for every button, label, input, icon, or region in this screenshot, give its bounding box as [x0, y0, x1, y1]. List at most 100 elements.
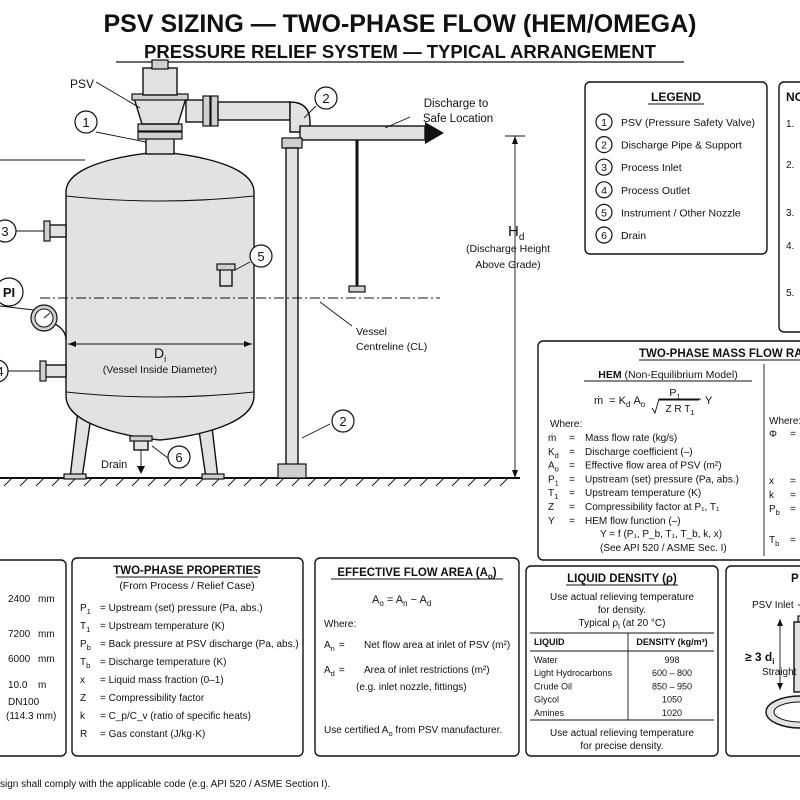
svg-text:4.: 4. — [786, 241, 794, 252]
svg-text:=: = — [790, 429, 796, 440]
svg-text:DN100: DN100 — [8, 697, 40, 708]
svg-text:2.: 2. — [786, 160, 794, 171]
massflow-symbol: T1 — [548, 488, 558, 501]
massflow-desc: Effective flow area of PSV (m²) — [585, 461, 722, 472]
property-desc: = Upstream (set) pressure (Pa, abs.) — [100, 603, 263, 614]
massflow-symbol: Ao — [548, 461, 559, 474]
svg-text:(From Process / Relief Case): (From Process / Relief Case) — [119, 580, 254, 592]
property-symbol: T1 — [80, 621, 90, 634]
svg-text:Ad=: Ad= — [324, 665, 345, 678]
svg-text:(Discharge Height: (Discharge Height — [466, 243, 550, 255]
svg-text:Where:: Where: — [769, 416, 800, 427]
svg-text:Above Grade): Above Grade) — [475, 259, 540, 271]
svg-text:3: 3 — [1, 224, 8, 239]
discharge-pipe-vent — [299, 125, 426, 141]
vessel-data-unit: mm — [38, 654, 55, 665]
massflow-symbol: Z — [548, 502, 554, 513]
svg-text:Typical ρl (at 20 °C): Typical ρl (at 20 °C) — [579, 618, 666, 631]
legend-item-text: Discharge Pipe & Support — [621, 140, 742, 152]
property-symbol: Tb — [80, 657, 90, 670]
svg-text:=: = — [790, 490, 796, 501]
massflow-desc: Compressibility factor at P₁, T₁ — [585, 502, 720, 513]
straight-run-label: ≥ 3 di — [745, 650, 775, 666]
svg-text:Net flow area at inlet of PSV: Net flow area at inlet of PSV (m²) — [364, 640, 510, 651]
svg-text:=: = — [790, 535, 796, 546]
density-value: 850 – 950 — [652, 681, 692, 691]
vessel-data-unit: mm — [38, 629, 55, 640]
svg-text:Vessel: Vessel — [356, 326, 387, 338]
density-value: 1020 — [662, 708, 682, 718]
svg-text:5.: 5. — [786, 288, 794, 299]
legend-bubble-3 — [595, 158, 613, 176]
vessel-data-unit: mm — [38, 594, 55, 605]
vessel-data-value: 10.0 — [8, 680, 28, 691]
svg-text:=: = — [569, 474, 575, 485]
ground-hatch — [3, 477, 509, 487]
property-desc: = Discharge temperature (K) — [100, 657, 226, 668]
svg-text:Use actual relieving temperatu: Use actual relieving temperature — [550, 728, 694, 739]
legend-bubble-4 — [595, 181, 613, 199]
svg-text:=: = — [569, 461, 575, 472]
legend-number: 4 — [601, 185, 607, 197]
callout-bubble-5 — [249, 244, 273, 268]
svg-text:Z R T1: Z R T1 — [666, 404, 695, 417]
vessel-drawing: 1 2 3 4 5 6 2 PI PSV Discharge to Safe L… — [0, 59, 550, 487]
callout-bubble-6 — [167, 445, 191, 469]
svg-text:6: 6 — [175, 450, 182, 465]
svg-text:Where:: Where: — [324, 619, 356, 630]
massflow-right-symbol: x — [769, 476, 774, 487]
svg-text:2: 2 — [322, 91, 329, 106]
legend-bubble-2 — [595, 136, 613, 154]
svg-text:(114.3 mm): (114.3 mm) — [6, 711, 56, 722]
legend-item-text: Process Outlet — [621, 185, 690, 197]
svg-text:P1: P1 — [669, 387, 680, 401]
svg-text:Straight Run: Straight Run — [762, 667, 800, 678]
svg-text:Y: Y — [705, 395, 713, 407]
svg-text:5: 5 — [257, 249, 264, 264]
svg-text:1: 1 — [82, 115, 89, 130]
density-value: 600 – 800 — [652, 668, 692, 678]
property-desc: = Gas constant (J/kg·K) — [100, 729, 205, 740]
massflow-desc: Mass flow rate (kg/s) — [585, 433, 677, 444]
callout-bubble-2b — [331, 409, 355, 433]
svg-text:(See API 520 / ASME Sec. I): (See API 520 / ASME Sec. I) — [600, 543, 727, 554]
svg-text:2: 2 — [339, 414, 346, 429]
property-symbol: Z — [80, 693, 86, 704]
svg-text:=: = — [790, 504, 796, 515]
hem-title: HEM (Non-Equilibrium Model) — [598, 369, 737, 381]
legend-bubble-1 — [595, 113, 613, 131]
page-subtitle: PRESSURE RELIEF SYSTEM — TYPICAL ARRANGE… — [144, 41, 657, 62]
di-label: Di — [154, 345, 166, 364]
discharge-arrow — [425, 122, 444, 144]
svg-text:=: = — [569, 433, 575, 444]
massflow-symbol: Kd — [548, 447, 559, 460]
properties-box: TWO-PHASE PROPERTIES (From Process / Rel… — [71, 557, 304, 757]
support-pipe — [285, 147, 299, 467]
svg-text:Discharge to: Discharge to — [424, 98, 489, 110]
density-title: LIQUID DENSITY (ρ) — [567, 573, 677, 585]
svg-text:Use actual relieving temperatu: Use actual relieving temperature — [550, 592, 694, 603]
svg-text:=: = — [569, 516, 575, 527]
vessel-data-unit: m — [38, 680, 46, 691]
density-liquid: Crude Oil — [534, 681, 572, 691]
legend-item-text: Instrument / Other Nozzle — [621, 207, 741, 219]
svg-text:3.: 3. — [786, 208, 794, 219]
callout-bubble-3 — [0, 219, 17, 243]
property-symbol: x — [80, 675, 85, 686]
legend-number: 2 — [601, 140, 607, 152]
flow-area-box: EFFECTIVE FLOW AREA (Ao) Ao = An − Ad Wh… — [314, 557, 520, 757]
flow-area-footer: Use certified Ao from PSV manufacturer. — [324, 725, 502, 738]
svg-text:PSV Inlet: PSV Inlet — [752, 600, 794, 611]
density-liquid: Amines — [534, 708, 565, 718]
discharge-pipe-horizontal — [217, 101, 291, 121]
legend-item-text: Process Inlet — [621, 162, 682, 174]
legend-item-text: PSV (Pressure Safety Valve) — [621, 117, 755, 129]
density-liquid: Water — [534, 655, 558, 665]
drain-label: Drain — [101, 459, 127, 471]
property-desc: = C_p/C_v (ratio of specific heats) — [100, 711, 251, 722]
callout-bubble-4 — [0, 359, 9, 383]
psv-label: PSV — [70, 77, 94, 91]
